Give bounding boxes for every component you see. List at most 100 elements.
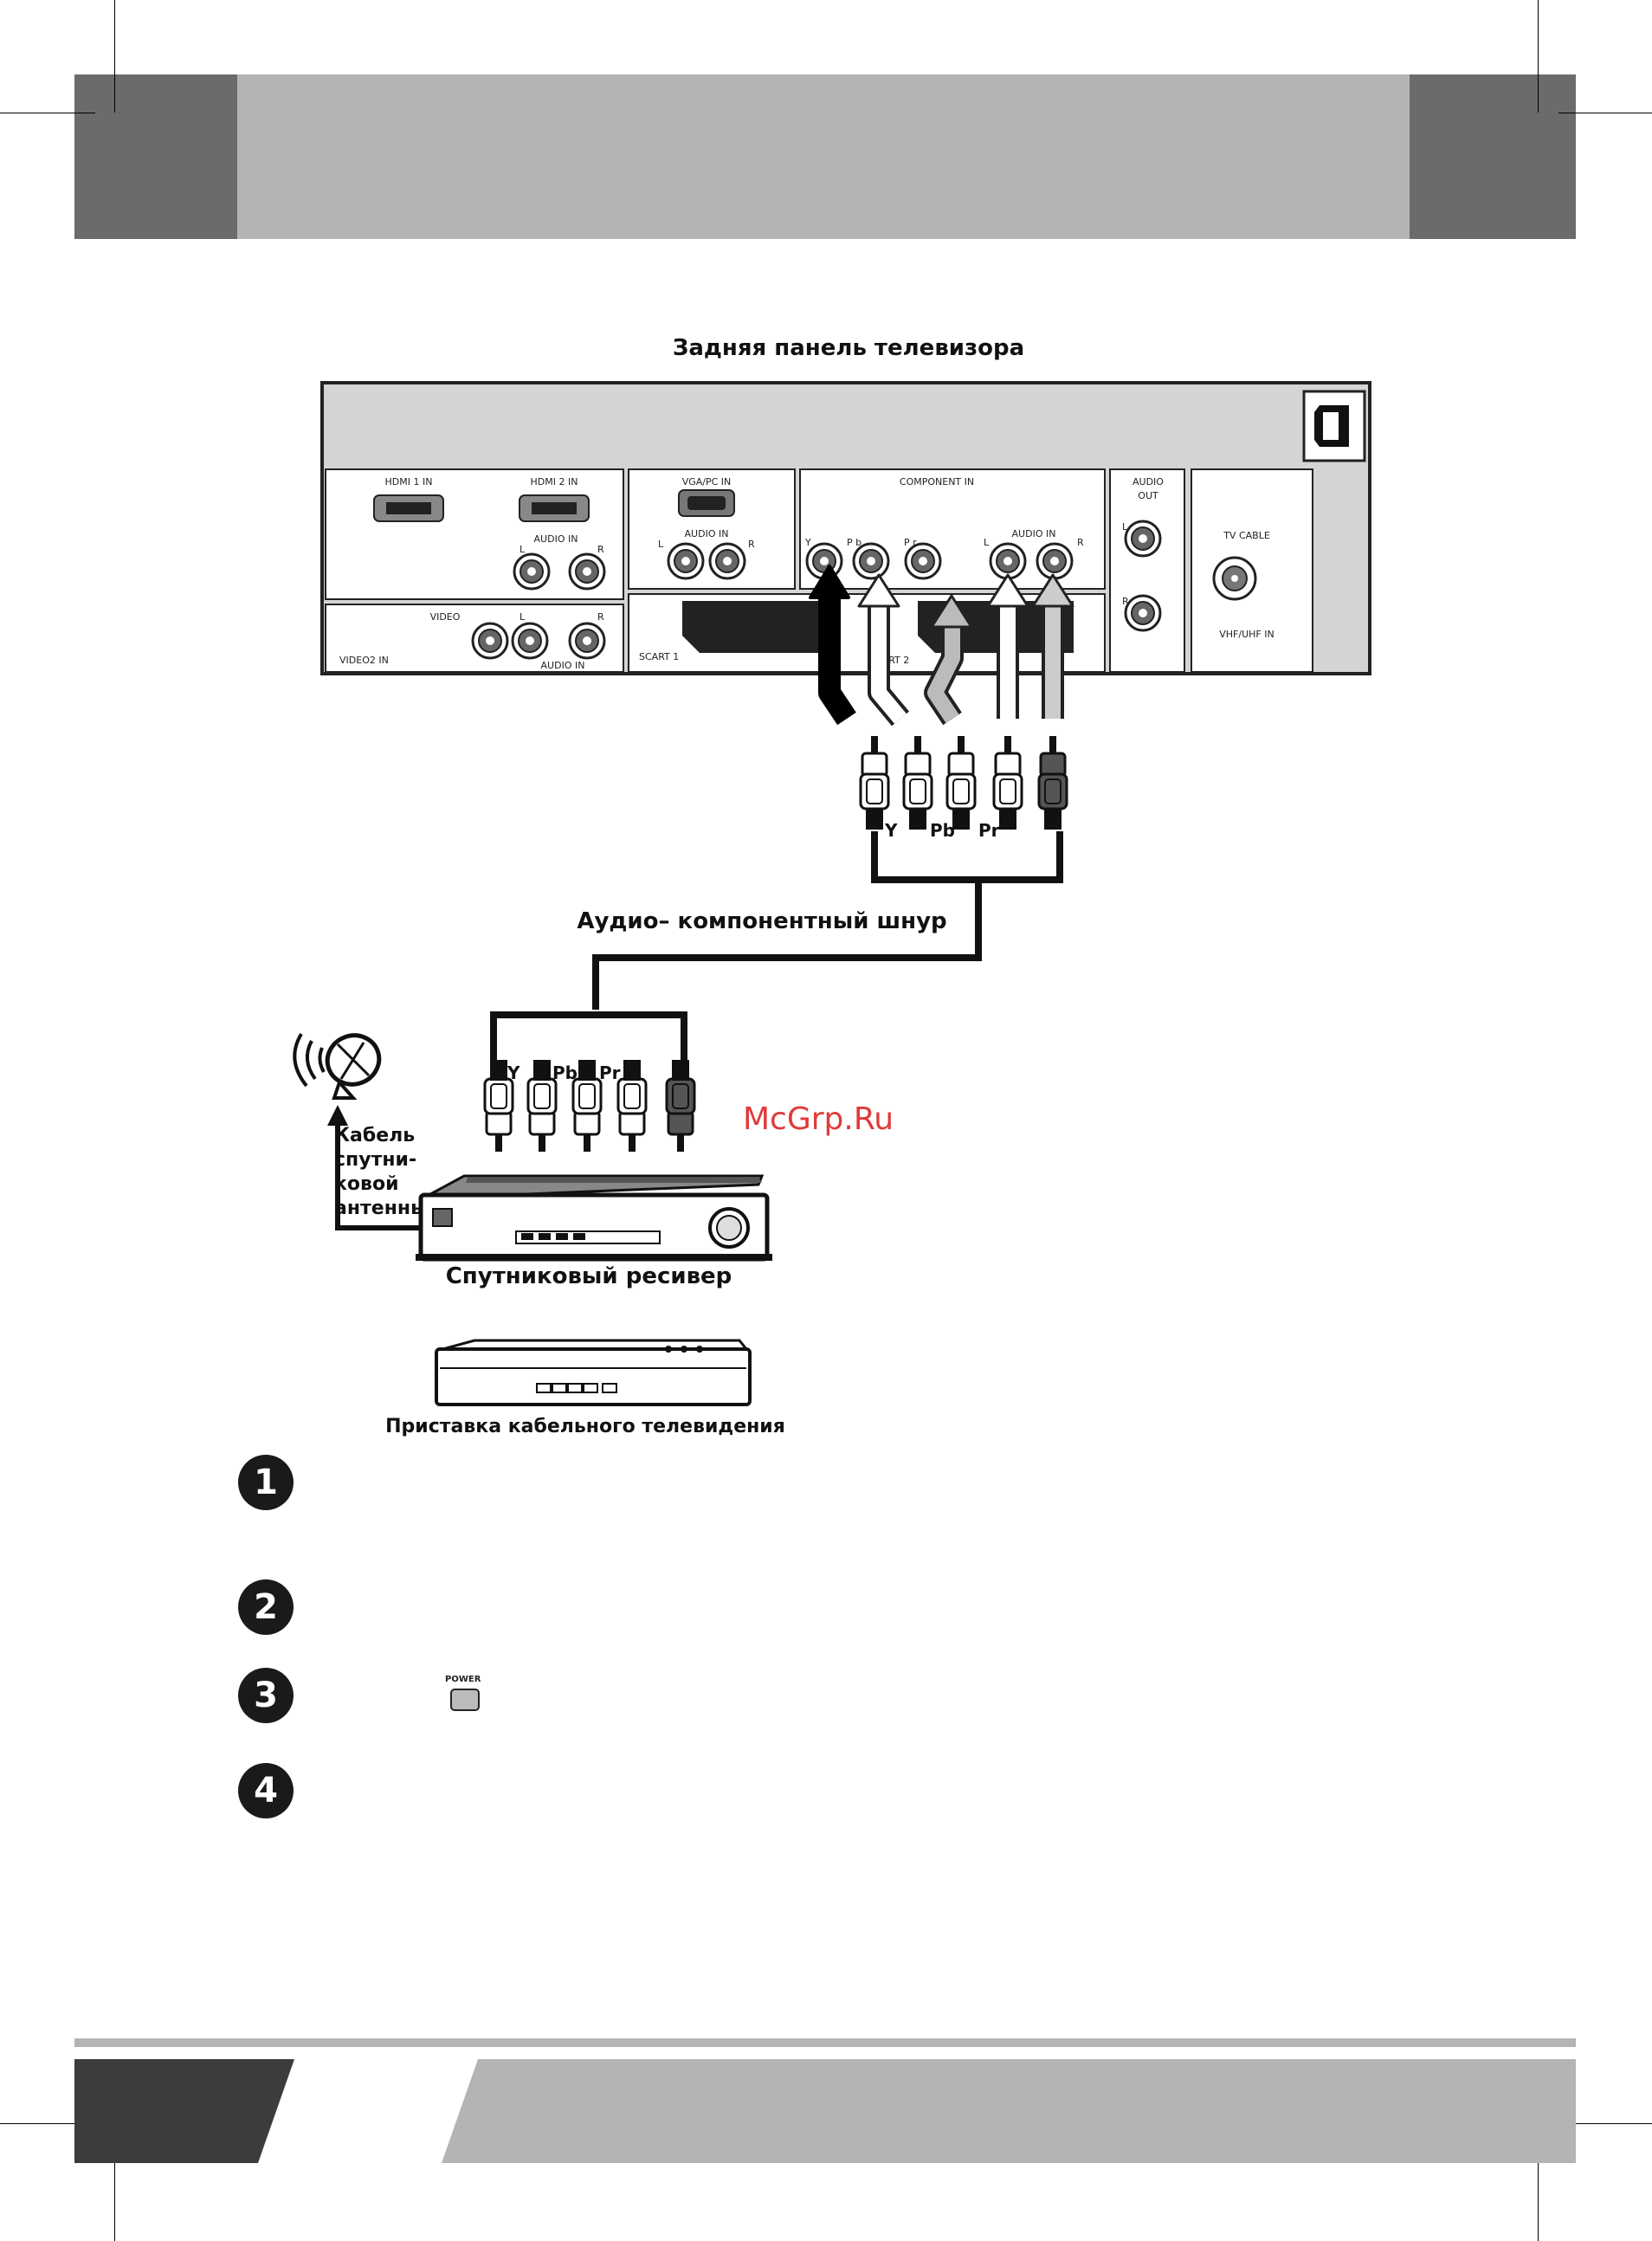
- l-label: L: [519, 544, 526, 555]
- step-1-badge: 1: [238, 1455, 294, 1510]
- plug-label: Pb: [552, 1062, 578, 1083]
- r-label: R: [1077, 537, 1084, 548]
- antenna-label-line: Кабель: [334, 1125, 415, 1146]
- cable-label: Аудио– компонентный шнур: [577, 908, 946, 934]
- arrow-y: [818, 593, 856, 726]
- tv-cable-label: TV CABLE: [1223, 530, 1270, 541]
- coax-port: [1212, 556, 1257, 601]
- rca-jack: [852, 542, 890, 580]
- hdmi1-label: HDMI 1 IN: [385, 476, 433, 488]
- connection-arrows: [809, 565, 1074, 727]
- audio-in-label: AUDIO IN: [534, 533, 578, 545]
- plug-label: Y: [507, 1062, 520, 1083]
- component-cable: [490, 831, 1063, 1060]
- diagram-title: Задняя панель телевизора: [673, 335, 1024, 361]
- footer-dark-tab: [74, 2059, 294, 2163]
- audio-in-label: AUDIO IN: [685, 528, 729, 539]
- antenna-label-line: спутни-: [334, 1149, 416, 1171]
- rca-plug: [902, 736, 933, 830]
- r-label: R: [597, 544, 604, 555]
- r-label: R: [597, 611, 604, 623]
- crop-mark: [0, 2123, 95, 2124]
- header-dark-right: [1410, 74, 1576, 239]
- rca-jack: [511, 622, 549, 660]
- audio-out-section: [1109, 468, 1185, 673]
- r-label: R: [1122, 596, 1129, 607]
- header-light-bar: [237, 74, 1410, 239]
- scart-port: [682, 601, 838, 653]
- component-label: COMPONENT IN: [900, 476, 974, 488]
- hdmi2-label: HDMI 2 IN: [531, 476, 578, 488]
- crop-mark: [114, 2122, 115, 2241]
- step-2-badge: 2: [238, 1579, 294, 1635]
- rca-plug: [616, 1060, 648, 1152]
- plug-label: Y: [884, 820, 898, 841]
- l-label: L: [1122, 521, 1128, 533]
- satellite-receiver-icon: [416, 1174, 772, 1262]
- hdmi-port: [519, 494, 590, 522]
- video2-in-label: VIDEO2 IN: [339, 655, 389, 666]
- cable-box-label: Приставка кабельного телевидения: [385, 1416, 785, 1437]
- crop-mark: [1538, 2122, 1539, 2241]
- rca-jack: [513, 552, 551, 591]
- antenna-label-line: ковой: [334, 1173, 399, 1195]
- rca-jack: [1036, 542, 1074, 580]
- rca-plug: [859, 736, 890, 830]
- scart1-label: SCART 1: [639, 651, 679, 662]
- vga-port: [678, 489, 735, 517]
- plug-label: Pr: [599, 1062, 621, 1083]
- rca-jack: [471, 622, 509, 660]
- l-label: L: [984, 537, 990, 548]
- r-label: R: [748, 539, 755, 550]
- crop-mark: [114, 0, 115, 113]
- rca-plug: [945, 736, 977, 830]
- step-4-badge: 4: [238, 1763, 294, 1818]
- rca-jack: [1124, 520, 1162, 558]
- rca-plug: [571, 1060, 603, 1152]
- step-3-badge: 3: [238, 1668, 294, 1723]
- rca-jack: [1124, 594, 1162, 632]
- bottom-plug-group: Y Pb Pr: [483, 1060, 696, 1152]
- rca-plug: [665, 1060, 696, 1152]
- top-plug-group: Y Pb Pr: [859, 736, 1068, 841]
- audio-in-label: AUDIO IN: [1012, 528, 1056, 539]
- rca-jack: [989, 542, 1027, 580]
- watermark: McGrp.Ru: [743, 1101, 894, 1137]
- pb-label: P b: [847, 537, 861, 548]
- vhf-uhf-label: VHF/UHF IN: [1219, 629, 1274, 640]
- power-label: POWER: [445, 1675, 481, 1684]
- footer-light-bar: [442, 2059, 1576, 2163]
- antenna-label-line: антенны: [334, 1198, 428, 1219]
- rca-plug: [1037, 736, 1068, 830]
- cable-box-icon: [435, 1339, 752, 1406]
- audio-out-label: AUDIO: [1133, 476, 1164, 488]
- receiver-label: Спутниковый ресивер: [446, 1263, 732, 1289]
- video-label: VIDEO: [430, 611, 461, 623]
- rca-plug: [992, 736, 1023, 830]
- l-label: L: [519, 611, 526, 623]
- header-dark-left: [74, 74, 237, 239]
- rca-plug: [483, 1060, 514, 1152]
- footer-rule: [74, 2038, 1576, 2047]
- vga-label: VGA/PC IN: [682, 476, 732, 488]
- rca-jack: [904, 542, 942, 580]
- satellite-dish-icon: [293, 1032, 382, 1100]
- crop-mark: [1558, 2123, 1652, 2124]
- l-label: L: [658, 539, 664, 550]
- antenna-cable-arrow: [327, 1105, 428, 1230]
- rca-plug: [526, 1060, 558, 1152]
- rca-jack: [568, 622, 606, 660]
- rca-jack: [708, 542, 746, 580]
- rca-jack: [568, 552, 606, 591]
- audio-out-label: OUT: [1138, 490, 1158, 501]
- hdmi-port: [373, 494, 444, 522]
- power-button-icon: [450, 1689, 480, 1711]
- crop-mark: [1538, 0, 1539, 113]
- audio-in-label: AUDIO IN: [541, 660, 585, 671]
- plug-label: Pr: [978, 820, 1000, 841]
- plug-label: Pb: [930, 820, 955, 841]
- rca-jack: [667, 542, 705, 580]
- tv-back-panel: HDMI 1 IN HDMI 2 IN AUDIO IN L R VIDEO L…: [320, 381, 1371, 675]
- y-label: Y: [804, 537, 811, 548]
